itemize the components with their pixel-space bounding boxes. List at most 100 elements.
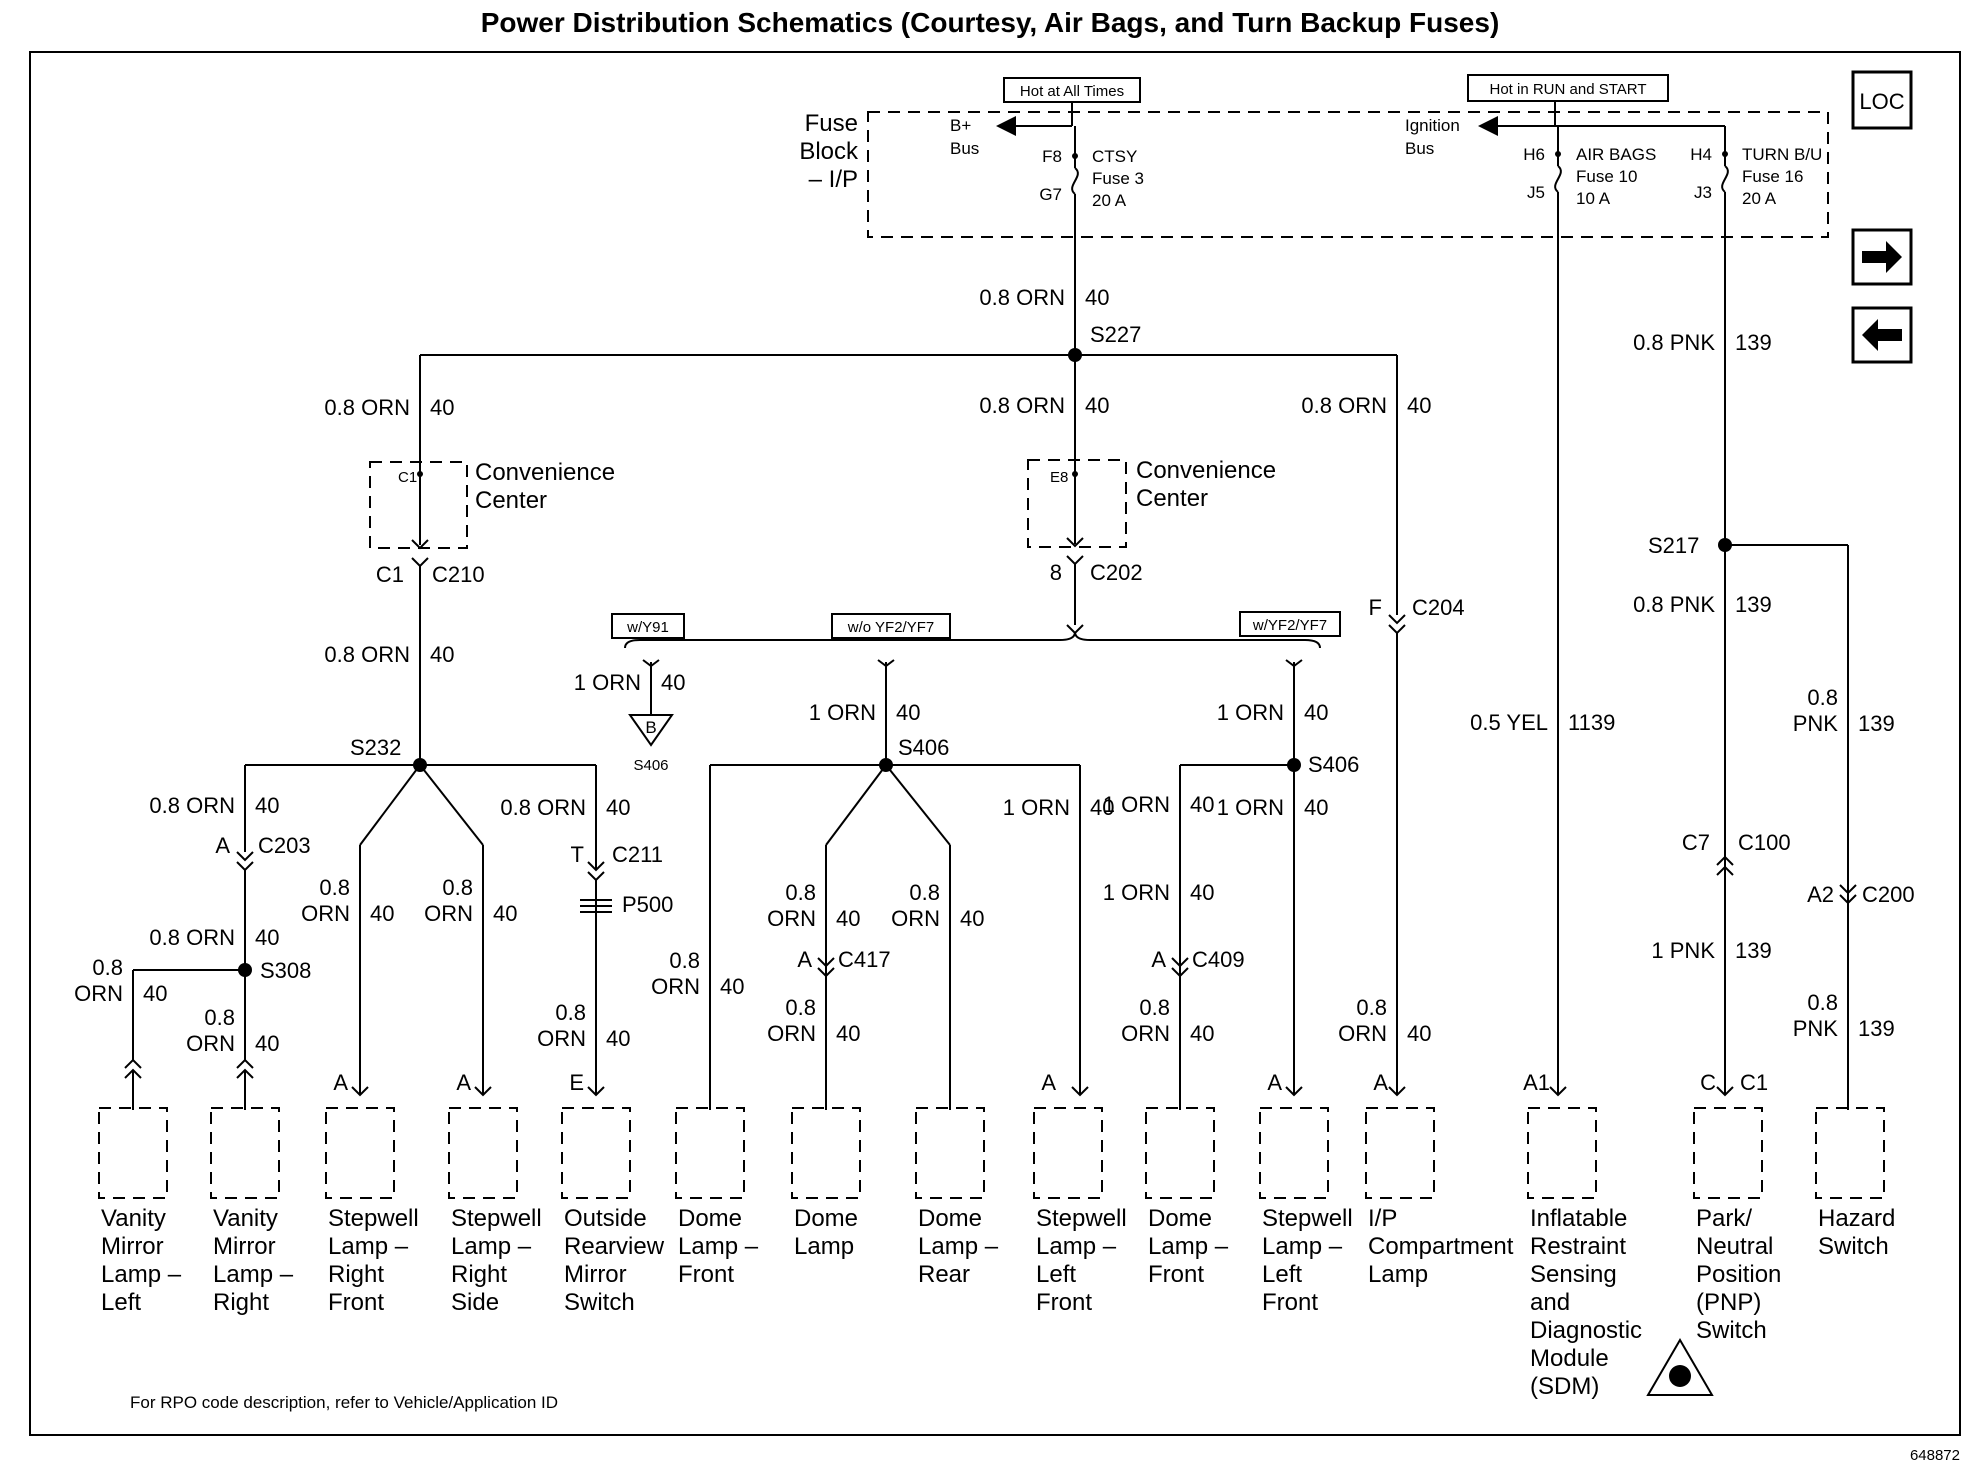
component-label: Rearview (564, 1233, 665, 1260)
right-arrow-icon (1862, 241, 1902, 273)
wire-size: 0.8 (555, 1000, 586, 1025)
component-label: Right (213, 1289, 269, 1316)
wire-color: 0.8 ORN (979, 393, 1065, 418)
splice-s308-dot (238, 963, 252, 977)
splice-label: S406 (1308, 752, 1359, 777)
connector-pin: C7 (1682, 830, 1710, 855)
component-label: Left (1036, 1261, 1076, 1288)
wire-circuit: 40 (896, 700, 920, 725)
wire-size: 0.8 (1807, 685, 1838, 710)
fuse-pin: J3 (1694, 183, 1712, 202)
wire-circuit: 40 (493, 901, 517, 926)
terminal-dot (417, 471, 423, 477)
wire-circuit: 40 (1304, 700, 1328, 725)
component: A1InflatableRestraintSensingandDiagnosti… (1523, 1070, 1642, 1400)
component-box (675, 1107, 745, 1199)
component-label: Lamp – (678, 1233, 759, 1260)
fuse-pin: G7 (1039, 185, 1062, 204)
component-label: Side (451, 1289, 499, 1316)
prev-page-button[interactable] (1851, 306, 1913, 364)
component-label: Position (1696, 1261, 1781, 1288)
wire-color: PNK (1793, 711, 1839, 736)
wire-color: 1 ORN (1217, 700, 1284, 725)
wire-size: 0.8 (909, 880, 940, 905)
component-label: Outside (564, 1205, 647, 1232)
fuse-label: Fuse 16 (1742, 167, 1803, 186)
connector-pin: 8 (1050, 560, 1062, 585)
component-label: Module (1530, 1345, 1609, 1372)
fuse-pin: H4 (1690, 145, 1712, 164)
fuse-label: Fuse 10 (1576, 167, 1637, 186)
ctsy-fuse: F8 G7 CTSY Fuse 3 20 A (1039, 126, 1144, 210)
loc-button[interactable]: LOC (1851, 70, 1913, 130)
component-label: Vanity (101, 1205, 166, 1232)
splice-dots (238, 348, 1732, 977)
wire-circuit: 139 (1735, 592, 1772, 617)
component-label: Switch (564, 1289, 635, 1316)
component-label: Front (328, 1289, 384, 1316)
wire-color: 1 ORN (809, 700, 876, 725)
conv-center-label: Center (475, 487, 547, 514)
connector-id: C200 (1862, 882, 1915, 907)
wire-circuit: 40 (606, 795, 630, 820)
wire-color: 0.8 ORN (500, 795, 586, 820)
connector-pin: A (797, 947, 812, 972)
component-label: Lamp – (213, 1261, 294, 1288)
component-label: Hazard (1818, 1205, 1895, 1232)
component-label: Switch (1696, 1317, 1767, 1344)
component-label: Stepwell (328, 1205, 419, 1232)
connector-pin: A2 (1807, 882, 1834, 907)
connector-id: C409 (1192, 947, 1245, 972)
component-label: Stepwell (1036, 1205, 1127, 1232)
component-box (791, 1107, 861, 1199)
ground-ref: S406 (633, 757, 668, 774)
wire-color: ORN (1121, 1021, 1170, 1046)
wire-circuit: 40 (430, 395, 454, 420)
component-label: Mirror (564, 1261, 627, 1288)
splice-s406-dot (1287, 758, 1301, 772)
wire-circuit: 40 (430, 642, 454, 667)
fuse-pin: F8 (1042, 147, 1062, 166)
fuse-pin: H6 (1523, 145, 1545, 164)
component-box (915, 1107, 985, 1199)
wire-circuit: 40 (836, 1021, 860, 1046)
figure-number: 648872 (1910, 1447, 1960, 1464)
wire-size: 0.8 (1356, 995, 1387, 1020)
wire-color: 1 ORN (1003, 795, 1070, 820)
component-label: (PNP) (1696, 1289, 1761, 1316)
terminal-dot (1072, 471, 1078, 477)
component-pin: A (1041, 1070, 1056, 1095)
next-page-button[interactable] (1851, 228, 1913, 286)
component-label: I/P (1368, 1205, 1397, 1232)
component-label: Front (1148, 1261, 1204, 1288)
component-label: Right (328, 1261, 384, 1288)
wire-size: 0.8 (1807, 990, 1838, 1015)
wire-color: 0.8 ORN (979, 285, 1065, 310)
wire-color: ORN (186, 1031, 235, 1056)
component-label: Lamp – (918, 1233, 999, 1260)
connector-labels: C1 C210 8 C202 F C204 A C203 T C211 P500… (215, 560, 1914, 972)
component-pin: A (456, 1070, 471, 1095)
component-box (1259, 1107, 1329, 1199)
wire-color: 0.8 ORN (149, 793, 235, 818)
wire-color: ORN (74, 981, 123, 1006)
component-label: Front (678, 1261, 734, 1288)
wire-color: ORN (1338, 1021, 1387, 1046)
connector-id: P500 (622, 892, 673, 917)
component-label: Lamp – (1036, 1233, 1117, 1260)
fuse-label: 20 A (1742, 189, 1777, 208)
wire-color: 1 ORN (1103, 792, 1170, 817)
component-box (1527, 1107, 1597, 1199)
wire-size: 0.8 (319, 875, 350, 900)
bplus-bus-label: B+ (950, 116, 971, 135)
wire-circuit: 40 (255, 1031, 279, 1056)
component-label: Front (1262, 1289, 1318, 1316)
wire-color: PNK (1793, 1016, 1839, 1041)
wire-circuit: 40 (255, 793, 279, 818)
